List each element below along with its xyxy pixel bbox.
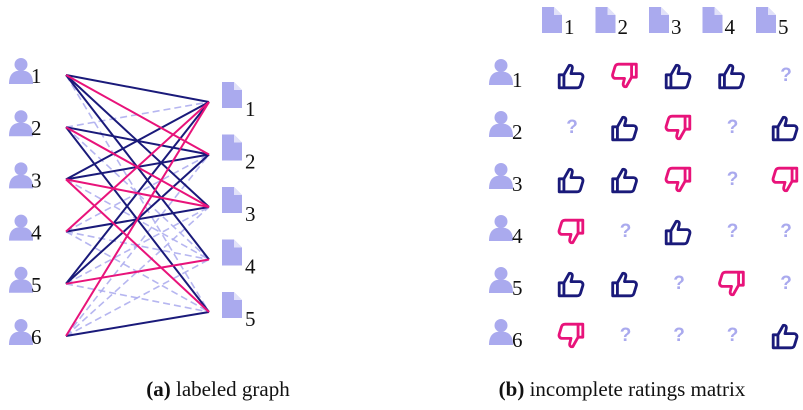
user-icon [9,319,33,345]
question-mark-icon: ? [727,117,739,138]
question-mark-icon: ? [727,325,739,346]
graph-edge-unknown [65,258,210,337]
thumbs-down-icon [611,62,638,89]
matrix-row-label: 5 [512,276,523,300]
thumbs-down-icon [557,322,585,349]
thumbs-up-icon [611,271,638,298]
graph-edge-like [65,101,210,181]
user-icon [9,58,33,84]
thumbs-up-icon [611,167,638,194]
matrix-cells: ???????????? [557,62,799,350]
user-icon [9,110,33,137]
user-icon [9,266,33,293]
matrix-column-label: 2 [618,15,629,39]
thumbs-up-icon [664,63,692,90]
user-label: 4 [31,221,42,245]
graph-edge-dislike [65,178,210,208]
matrix-column-label: 1 [564,15,575,39]
thumbs-down-icon [664,166,692,193]
question-mark-icon: ? [780,221,792,242]
graph-edge-like [65,74,210,103]
document-icon [649,7,669,33]
caption-b-text: incomplete ratings matrix [530,377,746,401]
user-icon [489,59,513,85]
document-icon [222,134,242,161]
document-icon [222,239,242,266]
caption-a: (a) labeled graph [146,377,290,401]
question-mark-icon: ? [566,117,578,138]
matrix-row-label: 6 [512,328,523,352]
user-label: 5 [31,273,42,297]
item-label: 1 [245,97,256,121]
question-mark-icon: ? [620,221,632,242]
item-label: 5 [245,307,256,331]
matrix-column-headers: 1 2 3 4 5 [542,7,789,39]
caption-b-label: (b) [499,377,525,401]
thumbs-down-icon [664,114,692,141]
graph-edge-dislike [65,74,210,156]
document-icon [222,292,242,318]
user-icon [489,267,513,293]
thumbs-up-icon [557,271,585,298]
thumbs-down-icon [771,166,799,193]
user-label: 6 [31,325,42,349]
user-icon [9,214,33,241]
matrix-column-label: 3 [671,15,682,39]
user-icon [489,319,513,345]
matrix-row-label: 3 [512,172,523,196]
thumbs-up-icon [557,167,585,194]
matrix-row-label: 4 [512,224,523,248]
user-icon [489,163,513,189]
thumbs-down-icon [718,270,745,297]
document-icon [756,7,776,33]
thumbs-down-icon [557,218,585,245]
item-label: 2 [245,150,256,174]
question-mark-icon: ? [673,325,685,346]
document-icon [702,7,723,33]
user-label: 1 [31,64,42,88]
question-mark-icon: ? [727,169,739,190]
thumbs-up-icon [771,115,799,142]
thumbs-up-icon [718,63,745,90]
thumbs-up-icon [664,219,692,246]
labeled-graph-panel: 1 2 3 4 5 6 1 2 3 4 5 [9,58,256,349]
question-mark-icon: ? [620,325,632,346]
question-mark-icon: ? [673,273,685,294]
graph-edge-like [65,311,210,337]
thumbs-up-icon [557,63,585,90]
item-nodes: 1 2 3 4 5 [222,82,256,331]
question-mark-icon: ? [780,273,792,294]
matrix-row-headers: 1 2 3 4 5 6 [489,59,523,352]
user-icon [489,111,513,137]
graph-edge-dislike [65,101,210,233]
graph-edge-dislike [65,178,210,313]
document-icon [595,7,616,33]
user-label: 3 [31,168,42,192]
document-icon [222,82,242,108]
matrix-row-label: 1 [512,68,523,92]
caption-a-label: (a) [146,377,171,401]
graph-edge-dislike [65,258,210,285]
thumbs-up-icon [771,323,799,350]
thumbs-up-icon [611,115,638,142]
matrix-column-label: 4 [725,15,736,39]
matrix-row-label: 2 [512,120,523,144]
user-label: 2 [31,116,42,140]
question-mark-icon: ? [780,65,792,86]
ratings-matrix-panel: 1 2 3 4 5 1 2 3 4 5 6 ???????????? [489,7,799,352]
document-icon [222,187,242,213]
user-icon [9,162,33,189]
item-label: 4 [245,255,256,279]
document-icon [542,7,562,33]
matrix-column-label: 5 [778,15,789,39]
graph-edges [65,74,210,337]
question-mark-icon: ? [727,221,739,242]
caption-b: (b) incomplete ratings matrix [499,377,746,401]
caption-a-text: labeled graph [176,377,290,401]
item-label: 3 [245,202,256,226]
graph-edge-dislike [65,101,210,337]
user-icon [489,215,513,241]
user-nodes: 1 2 3 4 5 6 [9,58,42,349]
